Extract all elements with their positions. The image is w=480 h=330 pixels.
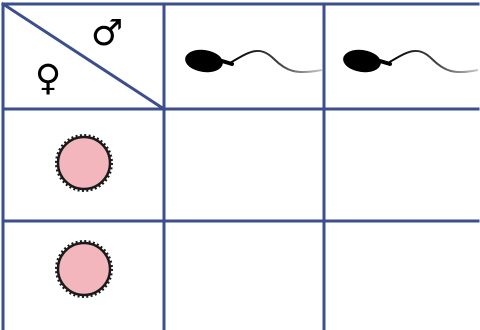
sperm-head <box>184 47 225 74</box>
sperm-tail <box>230 51 322 72</box>
egg-icon <box>56 241 112 297</box>
sperm-icon <box>342 47 478 74</box>
sperm-icon <box>184 47 322 74</box>
egg-membrane <box>58 243 110 295</box>
sperm-midpiece <box>380 61 390 64</box>
corner-diagonal <box>3 4 164 109</box>
female-symbol: ♀ <box>35 58 61 99</box>
offspring-cell-r1-c1[interactable] <box>166 111 322 219</box>
sperm-head <box>342 47 383 74</box>
egg-membrane <box>58 137 110 189</box>
offspring-cell-r2-c1[interactable] <box>166 223 322 330</box>
sperm-midpiece <box>222 61 232 64</box>
offspring-cell-r1-c2[interactable] <box>326 111 478 219</box>
male-symbol: ♂ <box>91 13 123 54</box>
sperm-tail <box>388 51 478 72</box>
offspring-cell-r2-c2[interactable] <box>326 223 478 330</box>
egg-icon <box>56 135 112 191</box>
